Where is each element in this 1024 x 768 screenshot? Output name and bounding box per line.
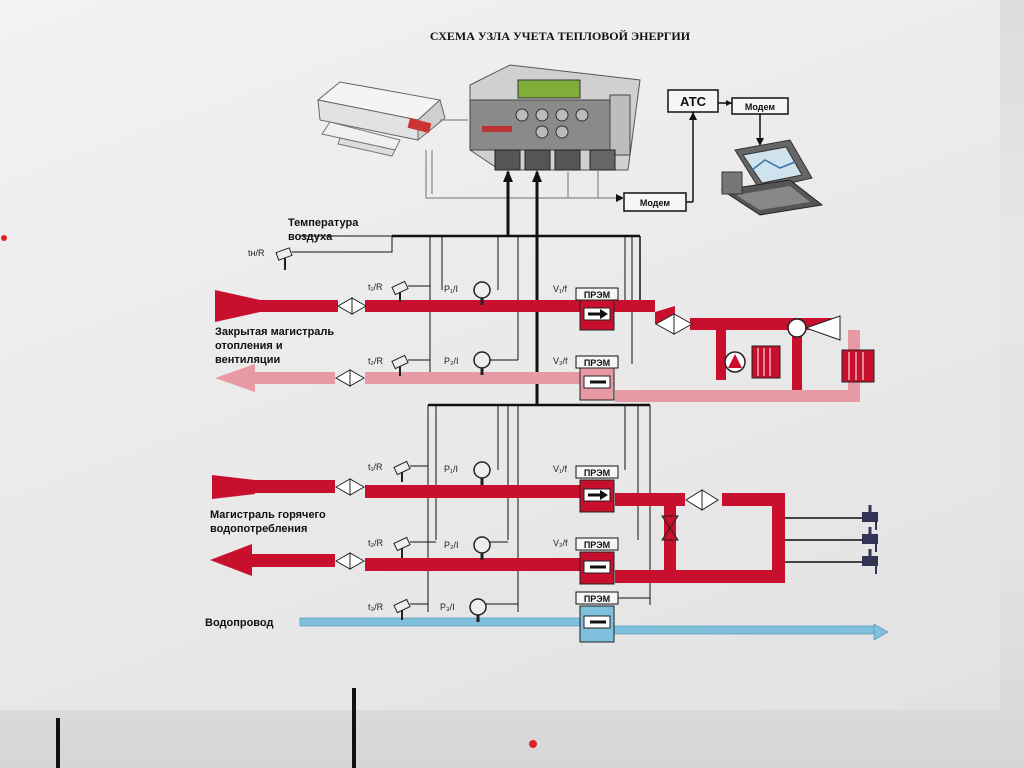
valve-hw-supply-icon [334, 478, 366, 496]
t1-heat-label: t₁/R [368, 282, 383, 292]
air-temp-label-1: Температура [288, 217, 359, 229]
computer-icon [720, 139, 824, 216]
valve-heating-return-icon [334, 369, 366, 387]
flowmeter-ws-icon [579, 605, 615, 643]
prem-hw-1-box [575, 465, 619, 479]
push-pin [529, 740, 537, 748]
air-temp-label-2: воздуха [288, 231, 333, 243]
v1-hw-label: V₁/f [553, 464, 568, 474]
heating-label-1: Закрытая магистраль [215, 326, 334, 338]
hot-water-supply-pipe [212, 475, 785, 583]
heating-label-2: отопления и [215, 340, 283, 352]
check-valve-heating-icon [654, 313, 694, 335]
check-valve-hw-icon [685, 489, 719, 511]
p1-hw-label: P₁/I [444, 464, 458, 474]
faucet-1-icon [862, 505, 878, 530]
air-sensor-label: tн/R [248, 248, 265, 258]
t2-heat-sensor-icon [391, 354, 409, 376]
t2-hw-sensor-icon [393, 536, 411, 558]
t1-hw-label: t₁/R [368, 462, 383, 472]
cable-2 [56, 718, 60, 768]
valve-heating-supply-icon [336, 297, 368, 315]
flowmeter-hw-supply-icon [579, 479, 615, 513]
prem-hw-2-box [575, 537, 619, 551]
cable-1 [352, 688, 356, 768]
faucet-3-icon [862, 549, 878, 574]
p2-hw-label: P₂/I [444, 540, 459, 550]
p2-hw-gauge-icon [473, 536, 491, 560]
prem-hw-1-label: ПРЭМ [584, 468, 610, 478]
ats-label: АТС [680, 94, 707, 109]
p2-heat-gauge-icon [473, 351, 491, 375]
prem-heat-2-label: ПРЭМ [584, 358, 610, 368]
t1-heat-sensor-icon [391, 280, 409, 302]
v2-hw-label: V₂/f [553, 538, 568, 548]
air-temp-sensor-icon [275, 247, 293, 270]
heating-label-3: вентиляции [215, 354, 280, 366]
hot-water-return-pipe [210, 544, 785, 583]
p2-heat-label: P₂/I [444, 356, 459, 366]
t2-heat-label: t₂/R [368, 356, 383, 366]
faucet-2-icon [862, 527, 878, 552]
radiator-2-icon [841, 349, 875, 383]
prem-heat-1-label: ПРЭМ [584, 290, 610, 300]
hot-water-label-1: Магистраль горячего [210, 509, 326, 521]
flowmeter-hw-return-icon [579, 551, 615, 585]
water-supply-label: Водопровод [205, 617, 273, 629]
t1-hw-sensor-icon [393, 460, 411, 482]
flowmeter-heat-supply-icon [579, 299, 615, 331]
valve-hw-return-icon [334, 552, 366, 570]
t2-hw-label: t₂/R [368, 538, 383, 548]
flowmeter-heat-return-icon [579, 367, 615, 401]
p-ws-label: P₃/I [440, 602, 455, 612]
modem-bottom-label: Модем [640, 198, 670, 208]
t-ws-label: t₃/R [368, 602, 384, 612]
heating-supply-pipe [215, 290, 840, 330]
heat-calculator-device [469, 64, 641, 171]
modem-top-label: Модем [745, 102, 775, 112]
printer-icon [316, 81, 446, 157]
t-ws-sensor-icon [393, 598, 411, 620]
radiator-icon [751, 345, 781, 379]
hot-water-label-2: водопотребления [210, 523, 307, 535]
v2-heat-label: V₂/f [553, 356, 568, 366]
push-pin-2 [1, 235, 7, 241]
p1-heat-gauge-icon [473, 281, 491, 305]
pump-icon [724, 351, 746, 373]
v1-heat-label: V₁/f [553, 284, 568, 294]
p-ws-gauge-icon [469, 598, 487, 622]
p1-heat-label: P₁/I [444, 284, 458, 294]
prem-ws-label: ПРЭМ [584, 594, 610, 604]
valve-bypass-icon [661, 515, 679, 541]
diagram-title: СХЕМА УЗЛА УЧЕТА ТЕПЛОВОЙ ЭНЕРГИИ [430, 29, 691, 43]
fan-heater-icon [787, 315, 841, 341]
p1-hw-gauge-icon [473, 461, 491, 485]
prem-hw-2-label: ПРЭМ [584, 540, 610, 550]
